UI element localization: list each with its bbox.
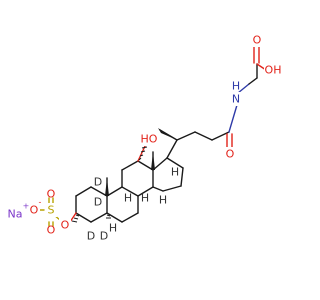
bond: [75, 212, 92, 223]
hydrogen-label-c14: H: [159, 194, 167, 207]
positive-charge-label: +: [23, 202, 30, 211]
bond: [237, 83, 250, 94]
bond: [137, 160, 154, 171]
deuterium-label: D: [94, 196, 102, 209]
bond: [137, 143, 147, 162]
hash-segment: [140, 150, 146, 153]
bond: [106, 186, 123, 197]
bond: [211, 131, 230, 141]
stereo-wedge: [105, 178, 109, 196]
bond: [121, 212, 139, 223]
oxygen-label-anion: O: [30, 204, 39, 217]
bond: [121, 186, 139, 197]
hydroxyl-label-c12: HO: [141, 133, 158, 146]
bond: [248, 77, 258, 85]
hydrogen-label-c9: H: [124, 192, 132, 205]
deuterium-label: D: [94, 176, 102, 189]
hash-segment: [73, 217, 79, 220]
label-backdrop: [224, 147, 236, 161]
oxygen-label-sulfonyl-bottom: O: [47, 224, 56, 237]
bond: [194, 131, 213, 141]
hash-layer: [71, 146, 148, 223]
deuterium-label: D: [100, 230, 108, 243]
label-backdrop: [230, 92, 242, 106]
bond: [162, 185, 182, 192]
bond: [180, 167, 184, 187]
hydrogen-label-c17: H: [171, 166, 179, 179]
bond: [166, 157, 184, 169]
stereo-wedge: [158, 128, 177, 140]
hydrogen-label-c5: H: [109, 222, 117, 235]
bond: [121, 160, 139, 171]
atom-layer: OH O N H O HO H H H H H D D D D O S O O …: [8, 33, 282, 243]
negative-charge-label: -: [39, 198, 42, 207]
hash-segment: [71, 220, 78, 223]
bond: [90, 186, 108, 197]
deuterium-label: D: [87, 230, 95, 243]
bond: [166, 139, 178, 159]
wedge-layer: [105, 128, 177, 196]
bond: [106, 212, 123, 223]
sodium-label: Na: [8, 208, 23, 221]
label-backdrop: [139, 132, 159, 146]
hydrogen-label-c8: H: [141, 192, 149, 205]
structure-diagram: OH O N H O HO H H H H H D D D D O S O O …: [8, 33, 282, 243]
nitrogen-hydrogen-label: H: [232, 80, 240, 93]
hash-segment: [138, 157, 142, 161]
bond: [137, 186, 154, 197]
oxygen-label-ester: O: [61, 219, 70, 232]
label-backdrop: [264, 63, 282, 77]
oxygen-label-amide: O: [226, 148, 235, 161]
bond: [90, 212, 108, 223]
bond: [152, 186, 164, 192]
bond: [176, 131, 196, 141]
oxygen-label-sulfonyl-top: O: [47, 188, 56, 201]
hash-segment: [141, 146, 148, 149]
label-backdrop: [251, 33, 263, 47]
oxygen-label-acid-carbonyl: O: [253, 34, 262, 47]
hash-segment: [139, 154, 144, 157]
label-backdrop: [59, 218, 71, 232]
stereo-wedge: [151, 152, 155, 170]
bond: [152, 157, 168, 171]
label-backdrop: [45, 203, 57, 217]
hydroxyl-label-acid: OH: [265, 64, 282, 77]
bond: [75, 186, 92, 197]
label-backdrop: [28, 203, 40, 217]
sulfur-label: S: [48, 204, 55, 217]
hash-segment: [106, 214, 111, 217]
bond: [228, 104, 238, 133]
nitrogen-label: N: [232, 93, 240, 106]
hash-segment: [75, 214, 80, 217]
